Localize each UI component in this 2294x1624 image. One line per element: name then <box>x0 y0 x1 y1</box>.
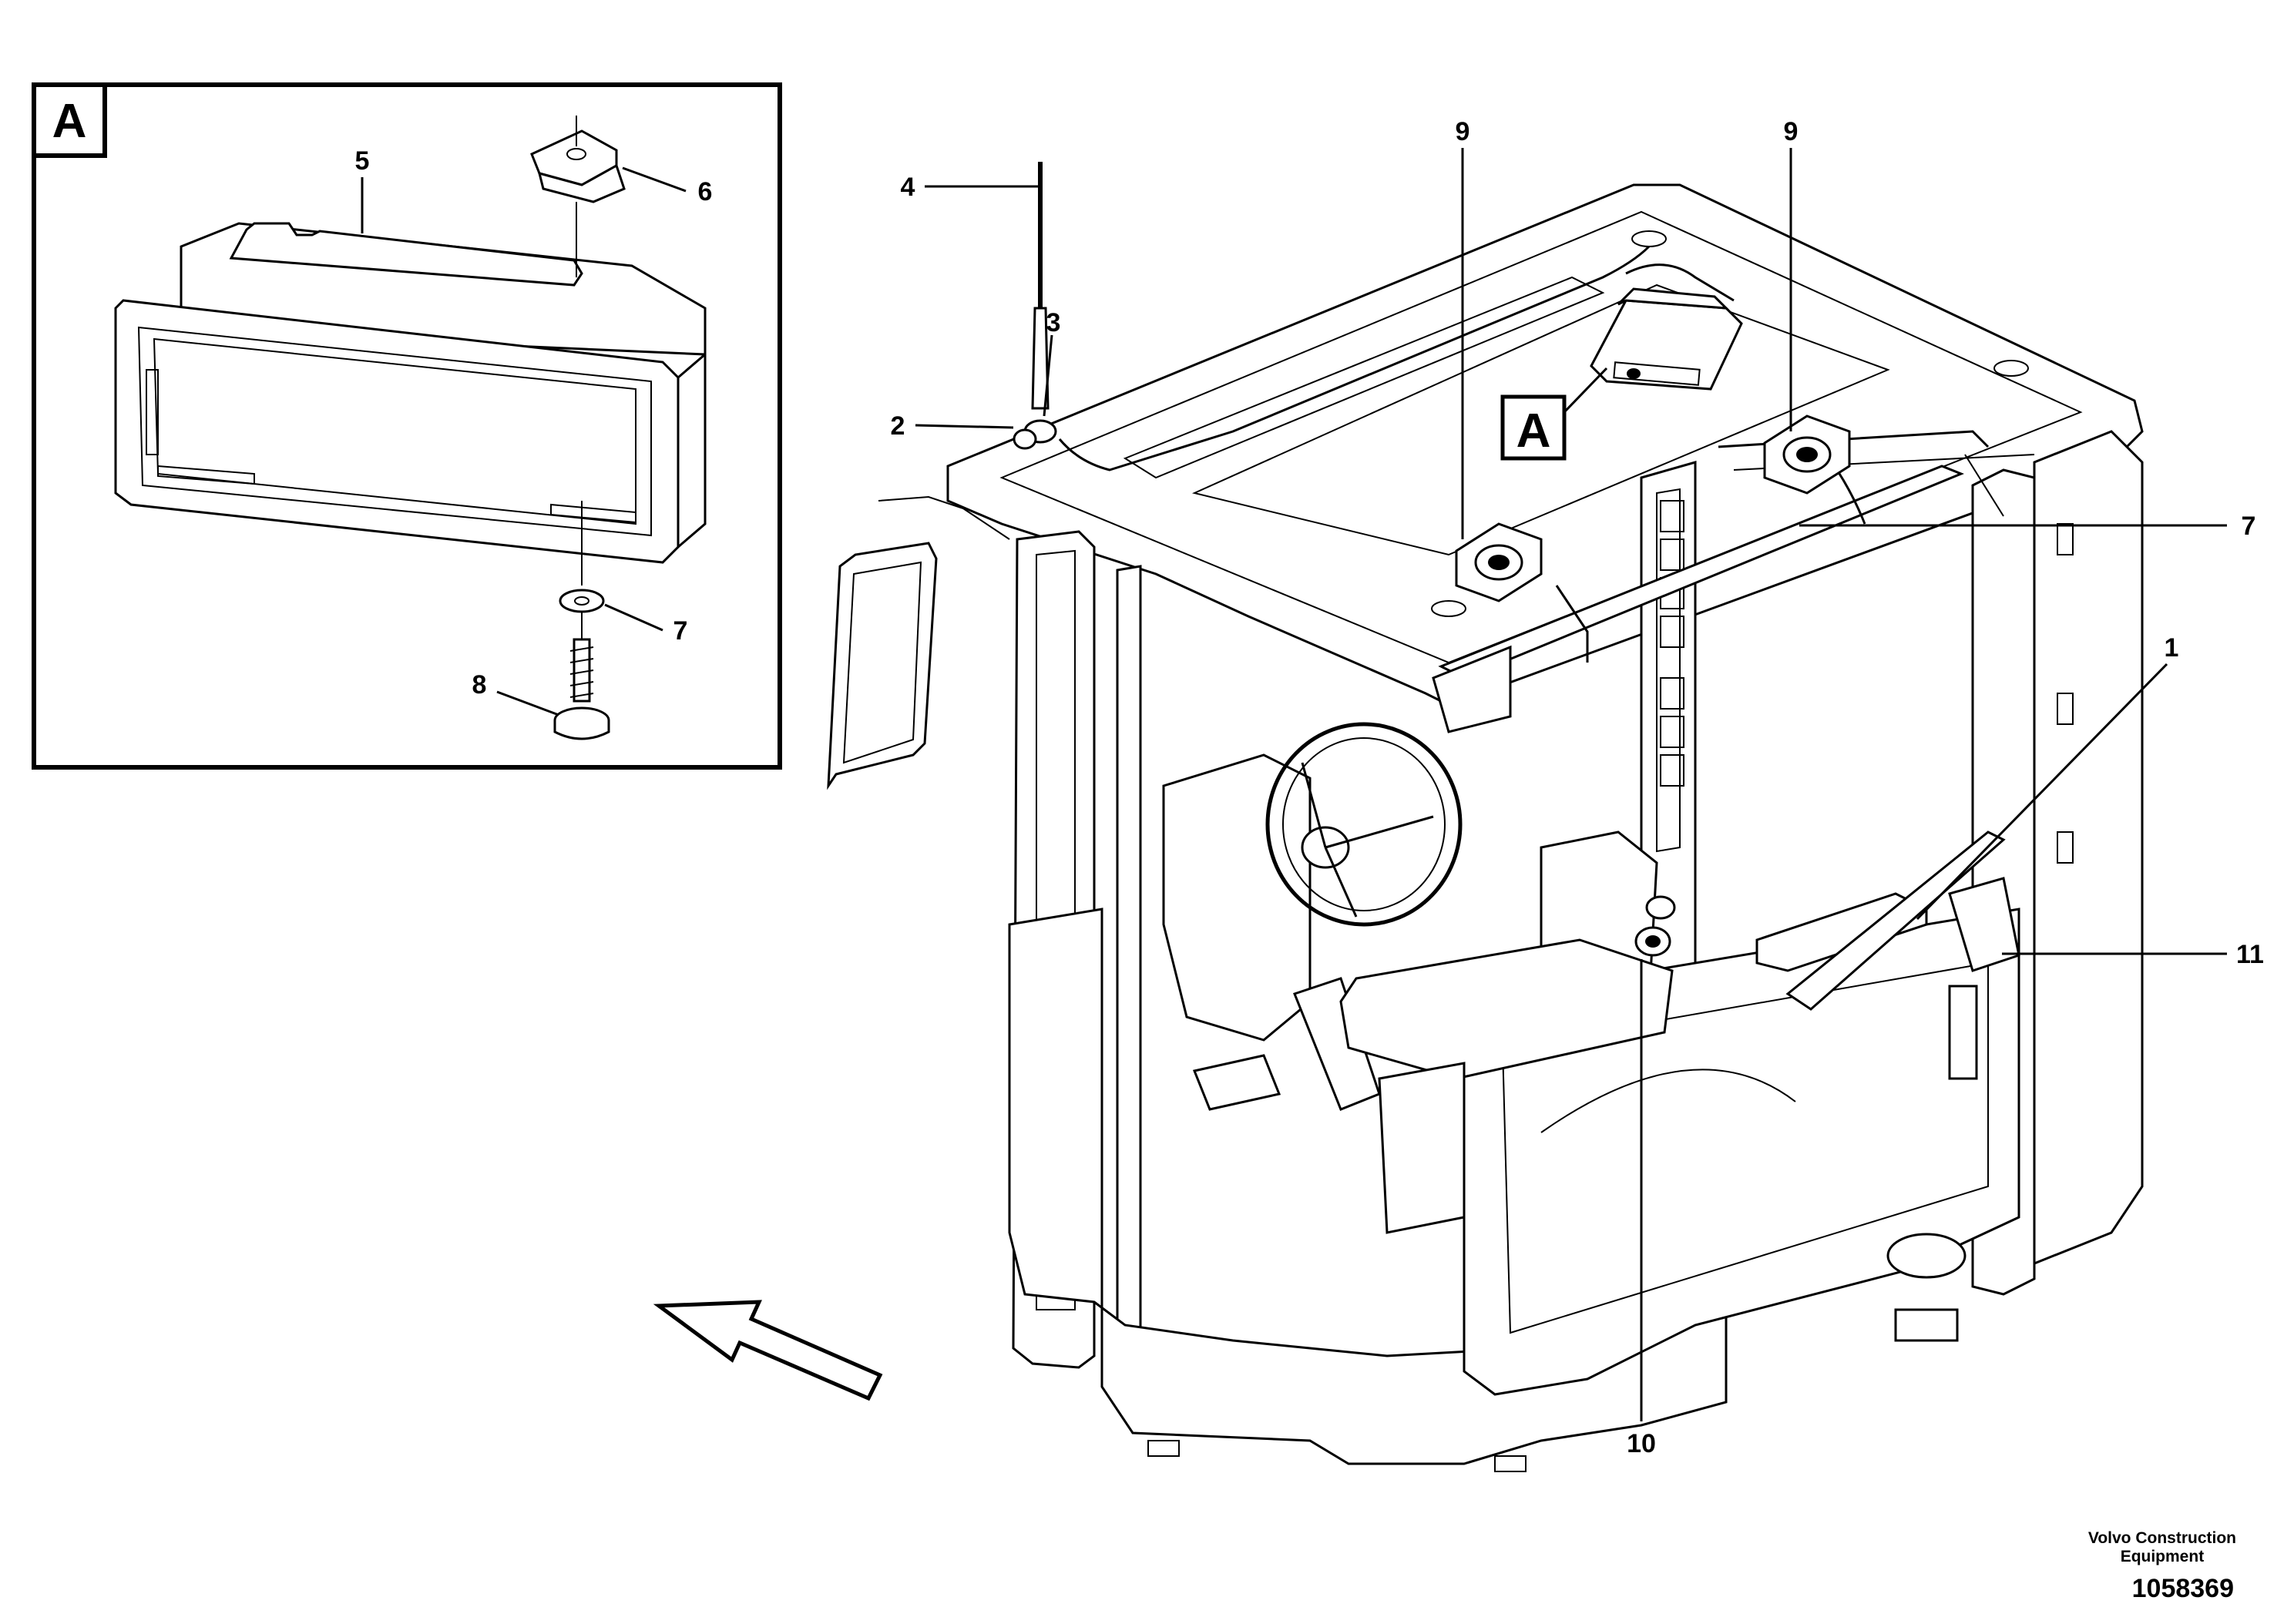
switch-panel <box>1660 500 1684 787</box>
callout-11: 11 <box>2002 940 2264 969</box>
callout-7-detail: 7 <box>604 603 688 646</box>
svg-text:3: 3 <box>1046 308 1061 337</box>
speaker-right <box>1763 414 1851 495</box>
detail-box-label: A <box>52 95 87 148</box>
radio-unit <box>1590 287 1743 391</box>
svg-text:11: 11 <box>2236 940 2264 969</box>
credit-line-2: Equipment <box>2120 1548 2205 1565</box>
screw <box>553 638 610 740</box>
svg-text:6: 6 <box>698 177 713 206</box>
svg-text:2: 2 <box>891 411 905 441</box>
svg-text:4: 4 <box>901 173 915 202</box>
svg-text:9: 9 <box>1784 117 1799 146</box>
callout-1: 1 <box>1916 633 2179 921</box>
svg-text:A: A <box>1516 404 1551 458</box>
callout-10: 10 <box>1627 959 1656 1458</box>
callout-8: 8 <box>472 670 559 716</box>
credit-line-1: Volvo Construction <box>2087 1529 2236 1547</box>
detail-marker-a: A <box>1500 367 1608 461</box>
forward-direction-arrow <box>653 1300 883 1401</box>
svg-text:9: 9 <box>1456 117 1470 146</box>
cab-illustration <box>827 183 2144 1472</box>
callout-4: 4 <box>901 173 1040 202</box>
svg-text:1: 1 <box>2165 633 2179 663</box>
callout-9-left: 9 <box>1456 117 1470 539</box>
washer <box>559 589 605 613</box>
power-socket <box>1634 895 1676 957</box>
clip-nut <box>530 129 626 203</box>
callout-2: 2 <box>891 411 1014 441</box>
callout-6: 6 <box>622 166 713 206</box>
callout-9-right: 9 <box>1784 117 1799 431</box>
speaker-left <box>1455 522 1543 602</box>
svg-text:8: 8 <box>472 670 487 700</box>
callout-5: 5 <box>355 146 370 233</box>
svg-text:5: 5 <box>355 146 370 176</box>
callout-7-main: 7 <box>1799 512 2255 541</box>
callout-3: 3 <box>1043 308 1061 417</box>
svg-text:7: 7 <box>2242 512 2256 541</box>
document-number: 1058369 <box>2131 1574 2234 1603</box>
radio-mounting-frame <box>114 222 707 564</box>
svg-text:10: 10 <box>1627 1429 1656 1458</box>
antenna <box>1013 162 1057 450</box>
svg-text:7: 7 <box>673 616 688 646</box>
publisher-credit: Volvo Construction Equipment <box>2088 1529 2236 1566</box>
